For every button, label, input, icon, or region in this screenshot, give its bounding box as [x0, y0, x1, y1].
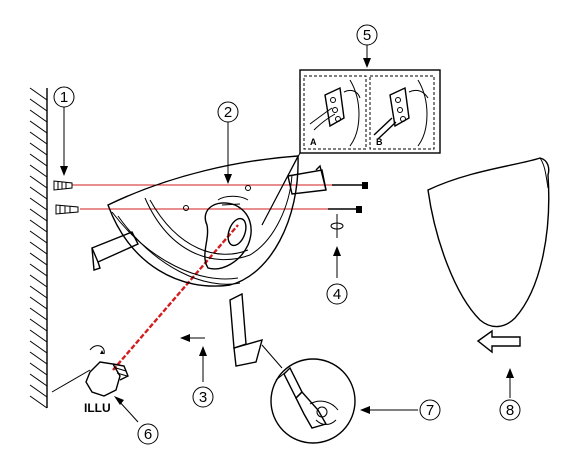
wall-hatch-line — [29, 186, 48, 200]
wiring-inset: A B — [261, 69, 441, 226]
inset-a: A — [309, 79, 361, 147]
callout-2-label: 2 — [224, 104, 232, 121]
callout-5-label: 5 — [363, 27, 371, 44]
wall-hatch-line — [29, 153, 48, 167]
wall-hatch-line — [29, 373, 48, 387]
wall-hatch-line — [29, 164, 48, 178]
wall-hatch-line — [29, 98, 48, 112]
wall-hatch-line — [29, 351, 48, 365]
callout-2: 2 — [217, 101, 239, 184]
wall-hatch-line — [29, 274, 48, 288]
callout-3: 3 — [180, 334, 214, 408]
wall-plug-icon — [55, 204, 79, 215]
callout-5: 5 — [356, 24, 378, 68]
callout-8-label: 8 — [506, 402, 514, 419]
wall-hatch-line — [29, 208, 48, 222]
wall-hatch-line — [29, 307, 48, 321]
callout-1-label: 1 — [60, 89, 68, 106]
wall-hatch-line — [29, 131, 48, 145]
wall-plug-icon — [53, 180, 73, 191]
mounting-clip — [229, 292, 264, 367]
wall-hatch-line — [29, 230, 48, 244]
callout-3-label: 3 — [199, 389, 207, 406]
wall-hatch-line — [29, 109, 48, 123]
wall-hatch-line — [29, 395, 48, 409]
bulb-icon: ILLU — [51, 345, 129, 415]
screwdriver-detail — [261, 344, 356, 444]
callout-6-label: 6 — [144, 426, 152, 443]
inset-b-label: B — [376, 137, 383, 147]
wall-hatch-line — [29, 340, 48, 354]
wall-hatch-line — [29, 241, 48, 255]
glass-shade — [427, 157, 550, 328]
callout-7: 7 — [360, 399, 441, 421]
wall-hatch-line — [29, 252, 48, 266]
wall-hatch-line — [29, 296, 48, 310]
callout-7-label: 7 — [426, 402, 434, 419]
wall-hatch-line — [29, 197, 48, 211]
callout-6: 6 — [114, 396, 159, 445]
wall-hatch-line — [29, 329, 48, 343]
wall — [29, 87, 48, 409]
left-clip — [91, 231, 139, 271]
wall-hatch-line — [29, 120, 48, 134]
wall-hatch-line — [29, 87, 48, 101]
callout-4: 4 — [326, 214, 348, 305]
wall-hatch-line — [29, 175, 48, 189]
wall-hatch-line — [29, 285, 48, 299]
bulb-label: ILLU — [84, 401, 111, 415]
wall-hatch-line — [29, 142, 48, 156]
wall-hatch-line — [29, 263, 48, 277]
wall-hatch-line — [29, 318, 48, 332]
wall-hatch-line — [29, 384, 48, 398]
screw-icon — [332, 182, 368, 189]
screw-icon — [328, 206, 362, 213]
callout-1: 1 — [53, 86, 75, 176]
inset-a-label: A — [310, 137, 317, 147]
wall-hatch-line — [29, 362, 48, 376]
right-clip — [287, 164, 327, 195]
callout-4-label: 4 — [333, 286, 341, 303]
alignment-lines — [72, 184, 332, 371]
wall-hatch-line — [29, 219, 48, 233]
callout-8: 8 — [476, 329, 521, 421]
inset-b: B — [373, 79, 429, 147]
